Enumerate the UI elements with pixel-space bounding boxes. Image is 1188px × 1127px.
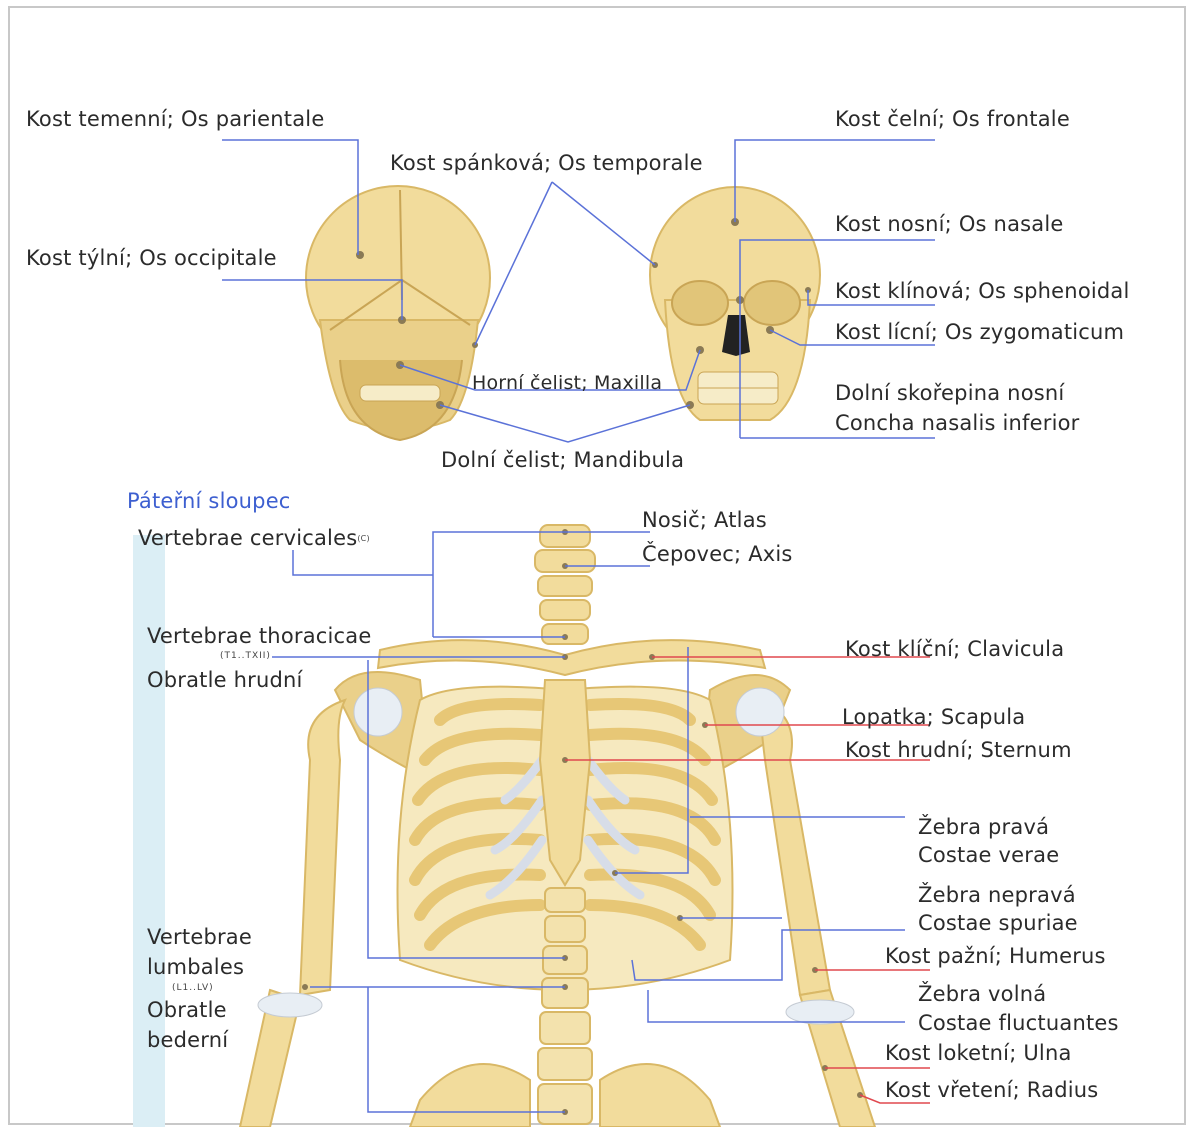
label-temporal-bone: Kost spánková; Os temporale (390, 150, 703, 176)
label-scapula: Lopatka; Scapula (842, 704, 1025, 730)
label-inferior-concha-la: Concha nasalis inferior (835, 410, 1080, 436)
label-true-ribs-cz: Žebra pravá (918, 814, 1049, 840)
label-nasal-bone: Kost nosní; Os nasale (835, 211, 1064, 237)
label-floating-ribs-cz: Žebra volná (918, 981, 1046, 1007)
label-occipital-bone: Kost týlní; Os occipitale (26, 245, 277, 271)
label-zygomatic-bone: Kost lícní; Os zygomaticum (835, 319, 1124, 345)
label-maxilla: Horní čelist; Maxilla (472, 370, 662, 396)
label-atlas: Nosič; Atlas (642, 507, 767, 533)
label-lumbar-cz-1: Obratle (147, 997, 227, 1023)
label-ulna: Kost loketní; Ulna (885, 1040, 1072, 1066)
label-lumbar-vertebrae-2: lumbales (147, 954, 244, 980)
label-false-ribs-la: Costae spuriae (918, 910, 1078, 936)
label-frontal-bone: Kost čelní; Os frontale (835, 106, 1070, 132)
label-thoracic-vertebrae: Vertebrae thoracicae (147, 623, 371, 649)
label-sternum: Kost hrudní; Sternum (845, 737, 1072, 763)
label-axis: Čepovec; Axis (642, 541, 793, 567)
label-vertebral-column-heading: Páteřní sloupec (127, 488, 291, 514)
label-thoracic-cz: Obratle hrudní (147, 667, 303, 693)
label-radius: Kost vřetení; Radius (885, 1077, 1098, 1103)
label-cervical-vertebrae: Vertebrae cervicales(C) (138, 525, 370, 552)
label-floating-ribs-la: Costae fluctuantes (918, 1010, 1119, 1036)
label-parietal-bone: Kost temenní; Os parientale (26, 106, 324, 132)
label-cervical-range: (C) (357, 534, 369, 543)
label-false-ribs-cz: Žebra nepravá (918, 882, 1076, 908)
label-lumbar-vertebrae-1: Vertebrae (147, 924, 252, 950)
label-lumbar-range: (L1..LV) (172, 983, 214, 993)
label-mandible: Dolní čelist; Mandibula (441, 447, 684, 473)
label-humerus: Kost pažní; Humerus (885, 943, 1106, 969)
label-inferior-concha-cz: Dolní skořepina nosní (835, 380, 1064, 406)
label-true-ribs-la: Costae verae (918, 842, 1059, 868)
label-sphenoid-bone: Kost klínová; Os sphenoidal (835, 278, 1130, 304)
label-cervical-text: Vertebrae cervicales (138, 526, 357, 550)
torso-skeleton (240, 525, 875, 1127)
skull-back-view (306, 186, 490, 440)
label-clavicle: Kost klíční; Clavicula (845, 636, 1064, 662)
label-lumbar-cz-2: bederní (147, 1027, 228, 1053)
label-thoracic-range: (T1..TXII) (220, 651, 271, 661)
